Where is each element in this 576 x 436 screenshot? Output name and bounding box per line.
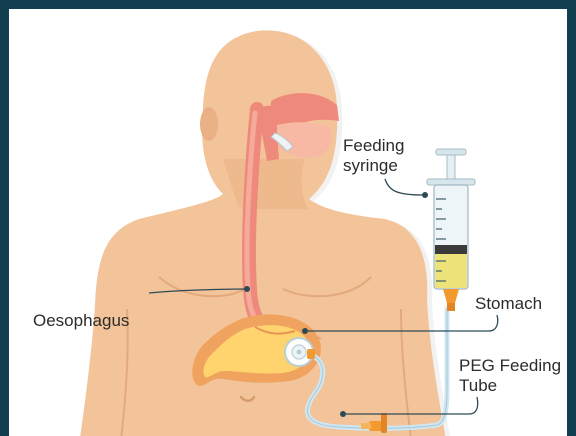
label-feeding-syringe-line1: Feeding (343, 136, 404, 155)
leader-dot-syringe (422, 192, 428, 198)
leader-dot-stomach (302, 328, 308, 334)
label-feeding-syringe-line2: syringe (343, 156, 398, 175)
tube-clamp-tab (381, 413, 387, 433)
leader-syringe (385, 179, 423, 195)
ear (200, 107, 218, 141)
label-stomach: Stomach (475, 294, 542, 313)
label-peg-line1: PEG Feeding (459, 356, 561, 375)
syringe-plunger-top (436, 149, 466, 155)
leader-dot-oesophagus (244, 286, 250, 292)
syringe-flange (427, 179, 475, 185)
label-peg-line2: Tube (459, 376, 497, 395)
port-connector (307, 349, 315, 359)
syringe-nozzle (443, 289, 459, 303)
label-oesophagus: Oesophagus (33, 311, 129, 330)
peg-disc-center (297, 350, 302, 355)
feeding-syringe (427, 149, 475, 311)
syringe-stopper (435, 245, 467, 254)
syringe-plunger-rod (447, 155, 455, 179)
syringe-tip (447, 303, 455, 311)
tube-clamp-end (361, 423, 371, 429)
leader-dot-peg (340, 411, 346, 417)
peg-feeding-diagram: Feeding syringe Oesophagus Stomach PEG F… (9, 9, 576, 436)
